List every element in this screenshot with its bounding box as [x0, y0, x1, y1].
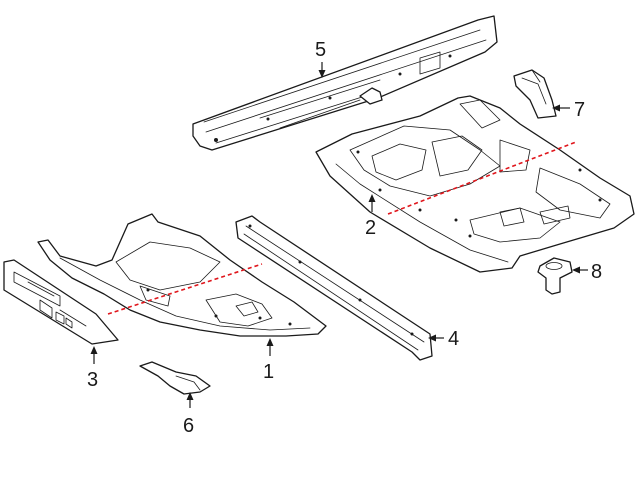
leader-3	[90, 346, 98, 364]
cut-line-rear	[387, 141, 577, 215]
callout-8: 8	[591, 261, 602, 283]
leader-6	[186, 392, 194, 408]
callout-3: 3	[87, 369, 98, 391]
leader-7	[552, 104, 570, 112]
leader-5	[318, 62, 326, 78]
leader-1	[266, 338, 274, 356]
leader-4	[428, 334, 444, 342]
part-5-rail[interactable]	[192, 15, 498, 151]
part-1-front-floor[interactable]	[37, 213, 327, 337]
leader-8	[572, 266, 588, 274]
callout-1: 1	[263, 361, 274, 383]
part-6-small-bracket[interactable]	[139, 361, 211, 395]
part-8-mount[interactable]	[537, 257, 573, 295]
callout-2: 2	[365, 217, 376, 239]
part-4-lower-rail[interactable]	[235, 215, 433, 361]
callout-5: 5	[315, 39, 326, 61]
part-3-side-panel[interactable]	[3, 259, 119, 345]
leader-2	[368, 194, 376, 212]
part-7-bracket[interactable]	[513, 69, 557, 119]
cut-line-front	[107, 263, 263, 315]
part-2-rear-floor[interactable]	[315, 95, 635, 273]
callout-4: 4	[448, 328, 459, 350]
callout-7: 7	[574, 99, 585, 121]
callout-6: 6	[183, 415, 194, 437]
